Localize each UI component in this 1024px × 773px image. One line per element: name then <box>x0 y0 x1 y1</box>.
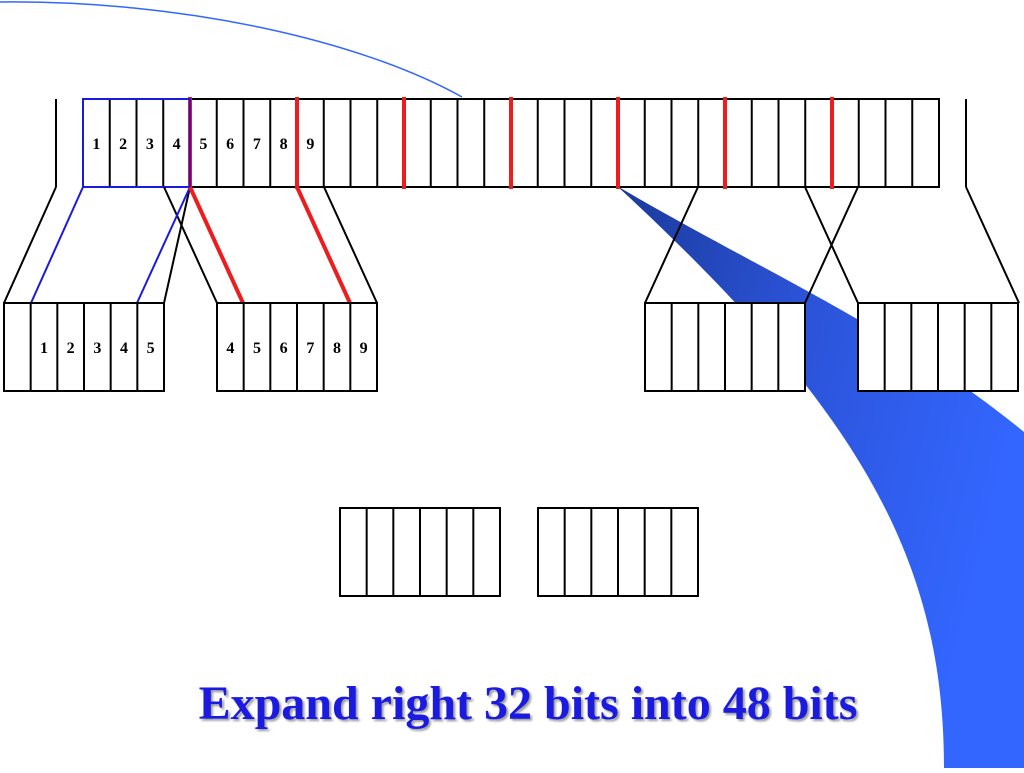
map-line <box>163 186 218 304</box>
bit-label: 2 <box>67 340 75 357</box>
bit-label: 1 <box>92 136 100 153</box>
bit-label: 1 <box>40 340 48 357</box>
bit-label: 3 <box>146 136 154 153</box>
expansion-mapping-lines <box>3 186 1020 304</box>
map-line-highlight <box>136 186 191 304</box>
slide-title: Expand right 32 bits into 48 bits <box>198 677 858 730</box>
expanded-block-6 <box>537 507 699 597</box>
bit-label: 9 <box>306 136 314 153</box>
decorative-swoosh <box>617 186 1024 768</box>
map-line <box>323 186 378 304</box>
bit-label: 4 <box>120 340 128 357</box>
bit-label: 8 <box>333 340 341 357</box>
expanded-block-2: 4 5 6 7 8 9 <box>216 302 378 392</box>
bit-label: 5 <box>147 340 155 357</box>
map-line-highlight <box>30 186 84 304</box>
bit-label: 5 <box>253 340 261 357</box>
register-32bit: 1 2 3 4 5 6 7 8 9 <box>82 97 940 189</box>
bit-label: 4 <box>226 340 234 357</box>
bit-label: 2 <box>119 136 127 153</box>
expanded-block-3 <box>644 302 806 392</box>
map-line-group <box>188 186 245 304</box>
expanded-block-4 <box>857 302 1019 392</box>
map-line <box>804 186 859 304</box>
bit-label: 5 <box>199 136 207 153</box>
highlighted-bits-1-4 <box>82 98 191 188</box>
bit-label: 8 <box>280 136 288 153</box>
map-line <box>644 186 699 304</box>
map-line <box>3 186 57 304</box>
register-32bit-labels: 1 2 3 4 5 6 7 8 9 <box>92 136 314 153</box>
map-line <box>163 186 191 304</box>
map-line <box>965 186 1020 304</box>
bit-label: 7 <box>253 136 261 153</box>
expanded-block-5 <box>339 507 501 597</box>
map-line-group <box>295 186 352 304</box>
bit-label: 7 <box>306 340 314 357</box>
bit-label: 6 <box>280 340 288 357</box>
expanded-block-1: 1 2 3 4 5 <box>3 302 165 392</box>
bit-label: 3 <box>93 340 101 357</box>
decorative-arc-line <box>0 1 463 98</box>
bit-label: 6 <box>226 136 234 153</box>
bit-label: 4 <box>173 136 181 153</box>
bit-label: 9 <box>360 340 368 357</box>
